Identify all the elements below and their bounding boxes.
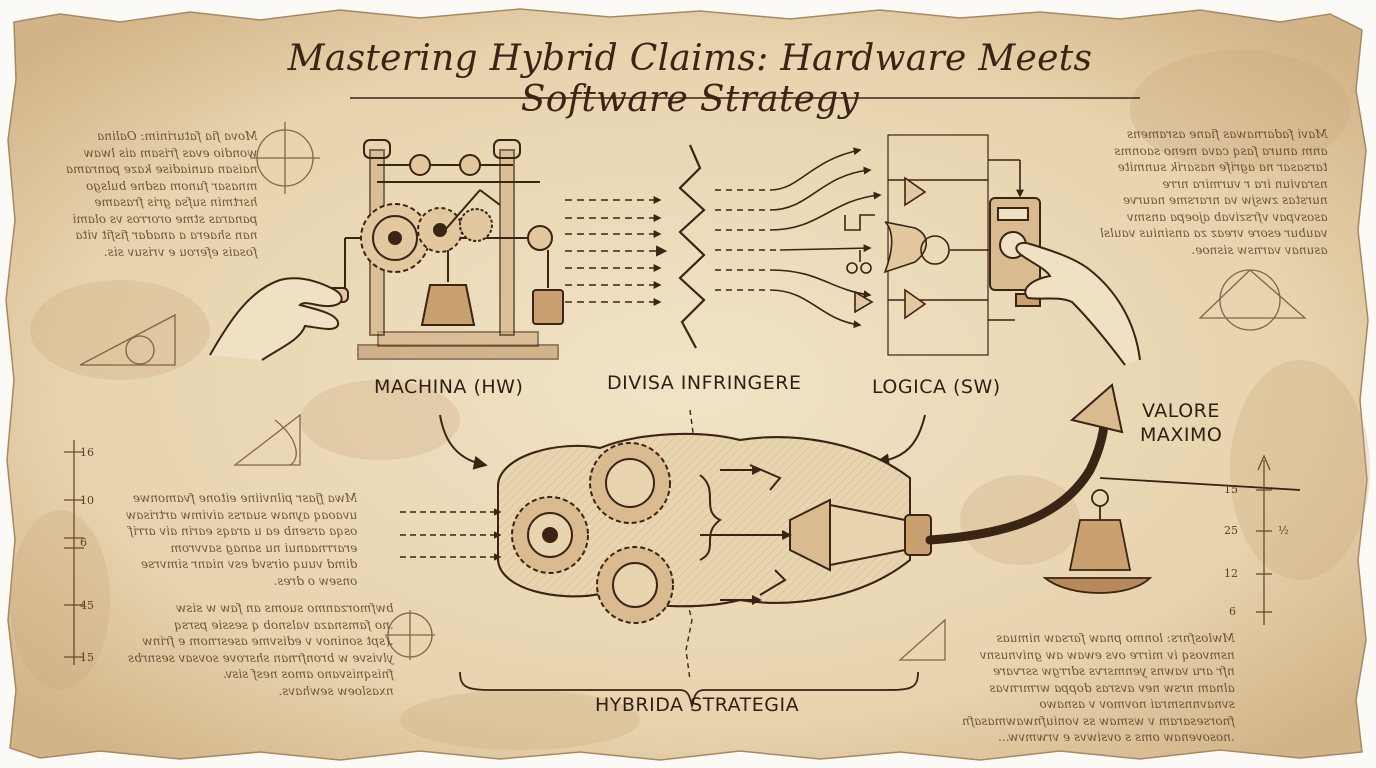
weight-icon — [420, 284, 476, 326]
hybrid-input-arrows — [400, 508, 502, 561]
hybrid-strategy-label: HYBRIDA STRATEGIA — [595, 694, 800, 716]
hw-to-hybrid-arrow — [439, 414, 488, 470]
value-label-2: MAXIMO — [1140, 424, 1223, 446]
value-label: VALORE — [1142, 400, 1220, 422]
mirror-note-bottom-left: bwfmorzanmo suoms an faw w sisw .no fams… — [128, 601, 394, 698]
mirror-note-mid-left: Mwa fjasr pilnviine eitone fvamonwe uvao… — [126, 491, 358, 588]
hybrid-machine — [497, 432, 932, 624]
logic-gate-icon — [854, 290, 874, 314]
value-output-arrow — [925, 405, 1110, 545]
divider-label: DIVISA INFRINGERE — [607, 372, 802, 394]
scale-right-half: ½ — [1278, 524, 1289, 537]
scale-weight-icon — [1042, 477, 1301, 594]
scale-right-3: 12 — [1224, 567, 1238, 580]
parchment-sheet — [5, 8, 1369, 761]
logic-gate-icon — [904, 176, 927, 207]
scale-right-1: 15 — [1224, 483, 1238, 496]
arrow-icon — [1069, 383, 1124, 434]
right-measure-scale — [1256, 454, 1272, 625]
mirror-note-top-left: Mova fia faturinim: Oalina wondio evas f… — [66, 129, 258, 259]
scale-left-5: 15 — [80, 651, 94, 664]
sw-arrows — [715, 189, 780, 291]
scale-left-1: 16 — [80, 446, 94, 459]
scale-right-2: 25 — [1224, 524, 1238, 537]
software-logic-circuit — [769, 134, 1024, 356]
geometry-sketches — [79, 122, 1307, 661]
hardware-label: MACHINA (HW) — [374, 376, 524, 398]
hybrid-brace — [459, 671, 919, 709]
infringement-divider — [678, 144, 706, 349]
weight-icon — [532, 289, 564, 325]
left-measure-scale — [64, 440, 84, 665]
sw-to-hybrid-arrow — [875, 414, 926, 468]
scale-left-2: 10 — [80, 494, 94, 507]
software-label: LOGICA (SW) — [872, 376, 1001, 398]
logic-gate-icon — [904, 288, 927, 320]
hw-arrows — [565, 196, 668, 306]
stain-marks — [10, 50, 1370, 750]
mirror-note-bottom-right: Mwlosfnrs: lonmo pnaw farsaw nimuas nsmv… — [962, 631, 1235, 744]
hand-icon — [209, 277, 343, 361]
hand-icon — [1015, 242, 1141, 366]
scale-left-3: 6 — [80, 536, 87, 549]
scale-left-4: 45 — [80, 599, 94, 612]
logic-gate-icon — [883, 221, 928, 274]
hardware-machine — [317, 139, 564, 360]
page-title: Mastering Hybrid Claims: Hardware Meets … — [287, 38, 1093, 120]
mirror-note-top-right: Mavi fadarnawas fiane asramens anm anura… — [1100, 127, 1328, 257]
scale-right-4: 6 — [1229, 605, 1236, 618]
